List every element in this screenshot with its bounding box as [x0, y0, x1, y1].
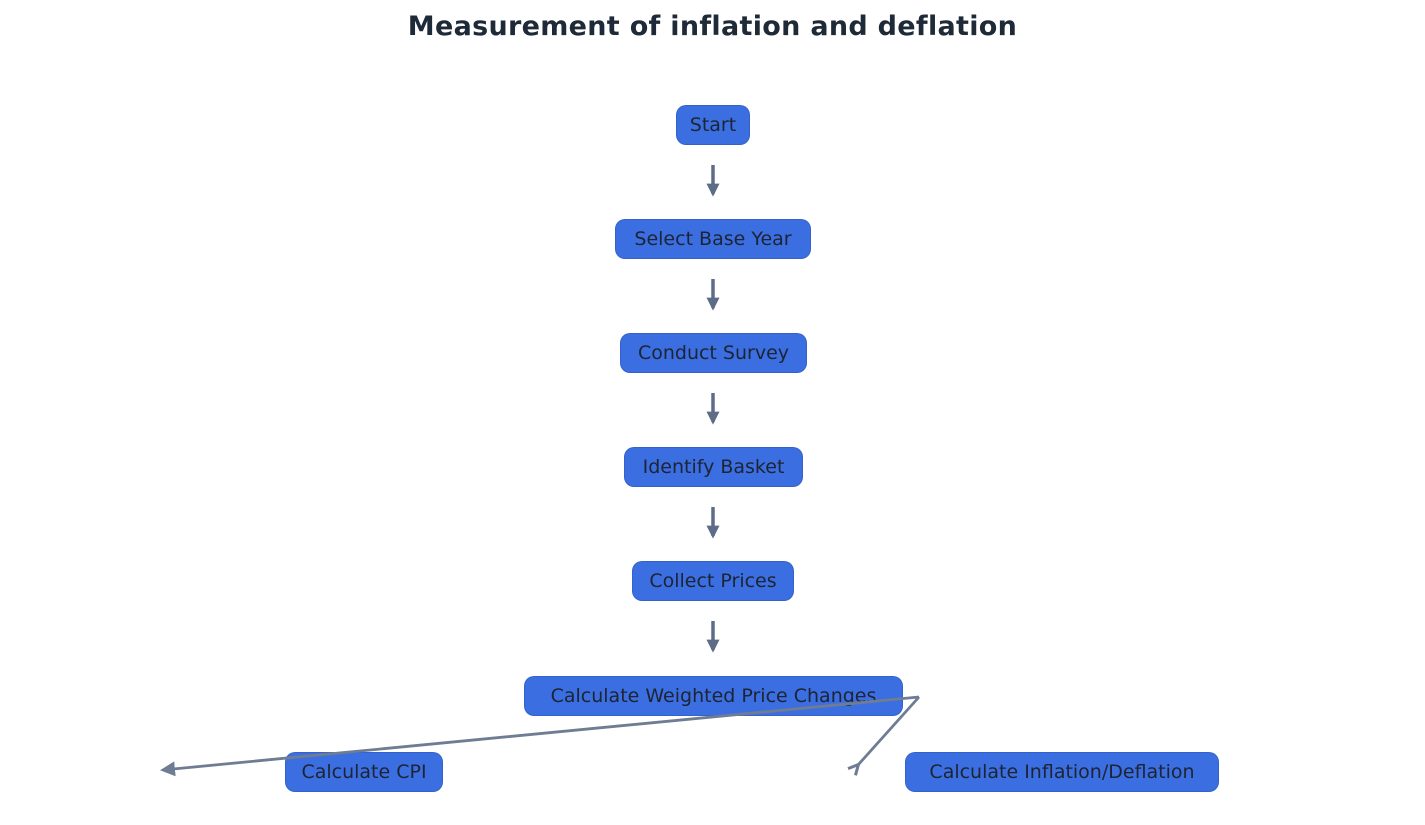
node-calculate-cpi: Calculate CPI	[285, 752, 443, 792]
node-calculate-inflation-deflation: Calculate Inflation/Deflation	[905, 752, 1219, 792]
node-calculate-weighted-price-changes: Calculate Weighted Price Changes	[524, 676, 903, 716]
node-identify-basket: Identify Basket	[624, 447, 803, 487]
diagram-title: Measurement of inflation and deflation	[407, 11, 1018, 42]
node-collect-prices: Collect Prices	[632, 561, 794, 601]
node-start: Start	[676, 105, 750, 145]
node-select-base-year: Select Base Year	[615, 219, 811, 259]
node-conduct-survey: Conduct Survey	[620, 333, 807, 373]
